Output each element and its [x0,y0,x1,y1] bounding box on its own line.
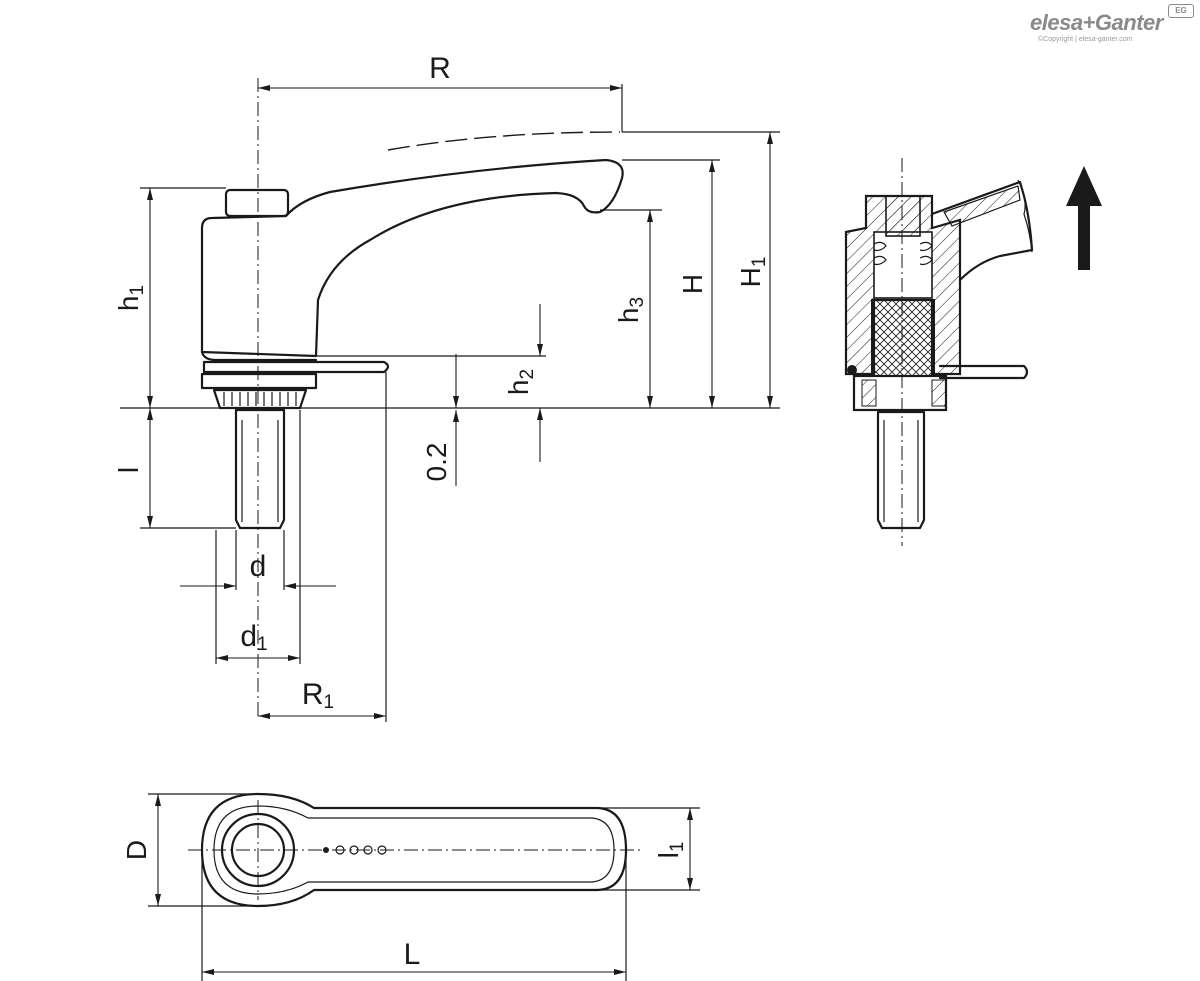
label-L: L [404,938,421,971]
lever-flange [202,360,390,374]
label-h3: h3 [613,297,648,323]
break-line [1017,179,1033,253]
lever-bottom-edge [200,350,318,362]
spring-right [919,241,933,266]
plunger-head [885,195,921,237]
brand-logo: elesa+Ganter ©Copyright | elesa-ganter.c… [1030,10,1170,50]
push-button [224,188,290,218]
label-h1: h1 [113,285,148,311]
top-view: D l1 L [121,792,700,981]
brand-name: elesa+Ganter [1030,10,1163,35]
label-h2: h2 [503,369,538,395]
section-view [844,158,1102,546]
knurl-lines [223,392,297,406]
flange-hatch-left [861,379,877,407]
label-R: R [429,52,451,85]
label-d: d [250,550,267,583]
lever-stub-hatch [943,185,1021,227]
label-H1: H1 [735,257,770,288]
knurled-boss [212,388,308,410]
label-D: D [121,840,152,860]
side-view: R h1 h3 H H1 h2 0.2 l d d1 R1 [113,52,780,722]
label-d1: d1 [240,620,267,655]
label-gap: 0.2 [421,443,452,482]
brand-copyright: ©Copyright | elesa-ganter.com [1038,36,1133,43]
label-l: l [113,467,144,473]
section-pin [938,364,1029,380]
phantom-lever-position [387,131,621,151]
spring-left [873,241,887,266]
label-H: H [677,274,708,294]
label-R1: R1 [302,678,334,713]
brand-badge: EG [1168,4,1194,18]
section-stud [876,410,926,530]
knurled-core [871,299,935,385]
label-l1: l1 [653,842,688,859]
top-extension-lines [148,793,700,981]
washer [200,372,318,390]
extension-lines [140,84,780,722]
o-ring [847,365,857,375]
lever-body-outline [200,158,624,358]
arrow-up-icon [1066,166,1102,270]
threaded-stud [234,408,286,530]
flange-hatch-right [931,379,947,407]
